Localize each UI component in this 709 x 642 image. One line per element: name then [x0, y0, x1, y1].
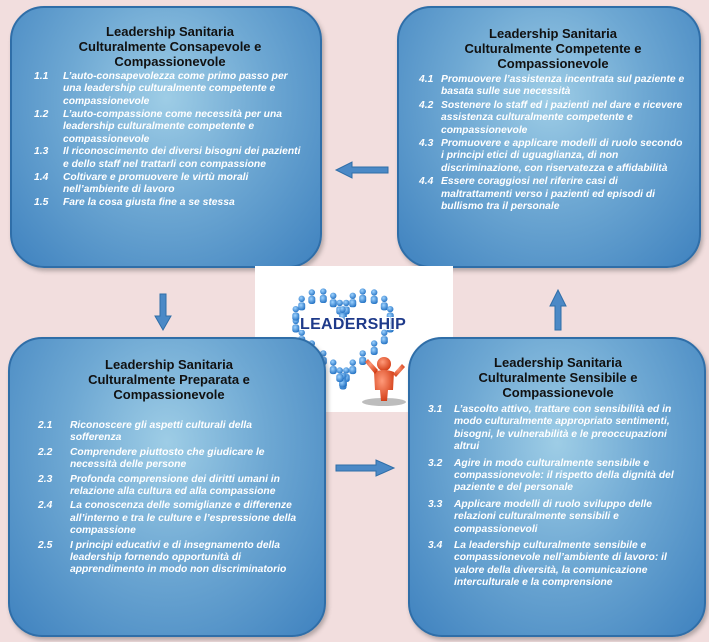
- item-text: La conoscenza delle somiglianze e differ…: [70, 500, 297, 537]
- list-item: 1.4 Coltivare e promuovere le virtù moral…: [34, 172, 306, 197]
- item-number: 3.1: [428, 404, 443, 415]
- list-item: 3.1 L’ascolto attivo, trattare con sensib…: [428, 404, 688, 454]
- box-title: Leadership Sanitaria Culturalmente Prepa…: [88, 357, 250, 402]
- list-item: 1.3 Il riconoscimento dei diversi bisogni…: [34, 146, 306, 171]
- leadership-label: LEADERSHIP: [300, 316, 407, 333]
- item-number: 2.4: [38, 500, 53, 512]
- item-text: I principi educativi e di insegnamento d…: [70, 539, 287, 576]
- item-number: 4.1: [419, 74, 434, 85]
- list-item: 3.3 Applicare modelli di ruolo sviluppo d…: [428, 499, 688, 536]
- item-text: Coltivare e promuovere le virtù morali n…: [63, 171, 249, 196]
- list-item: 3.4 La leadership culturalmente sensibile…: [428, 540, 688, 590]
- arrow-left-icon: [334, 161, 389, 179]
- box-title: Leadership Sanitaria Culturalmente Consa…: [78, 24, 262, 69]
- list-item: 2.5 I principi educativi e di insegnament…: [38, 540, 300, 577]
- box-preparata: Leadership Sanitaria Culturalmente Prepa…: [8, 337, 326, 637]
- item-number: 1.4: [34, 171, 49, 183]
- arrow-up-icon: [549, 288, 567, 331]
- list-item: 4.1 Promuovere l’assistenza incentrata su…: [419, 74, 687, 99]
- box-competente: Leadership Sanitaria Culturalmente Compe…: [397, 6, 701, 268]
- list-item: 2.4 La conoscenza delle somiglianze e dif…: [38, 500, 300, 537]
- box-title: Leadership Sanitaria Culturalmente Sensi…: [478, 355, 638, 400]
- box-title: Leadership Sanitaria Culturalmente Compe…: [464, 26, 642, 71]
- list-item: 2.3 Profonda comprensione dei diritti uma…: [38, 474, 300, 499]
- item-text: Profonda comprensione dei diritti umani …: [70, 473, 280, 498]
- arrow-down-icon: [154, 293, 172, 332]
- item-text: La leadership culturalmente sensibile e …: [454, 540, 667, 589]
- item-number: 3.3: [428, 498, 443, 510]
- arrow-right-icon: [335, 459, 396, 477]
- list-item: 3.2 Agire in modo culturalmente sensibile…: [428, 458, 688, 495]
- list-item: 2.1 Riconoscere gli aspetti culturali del…: [38, 420, 300, 445]
- item-text: Promuovere l’assistenza incentrata sul p…: [441, 74, 685, 98]
- item-number: 2.5: [38, 539, 53, 551]
- item-number: 4.4: [419, 176, 434, 188]
- item-text: Fare la cosa giusta fine a se stessa: [63, 197, 235, 209]
- item-number: 4.3: [419, 138, 434, 150]
- item-number: 2.1: [38, 420, 53, 431]
- item-text: Essere coraggiosi nel riferire casi di m…: [441, 176, 655, 213]
- item-number: 3.2: [428, 457, 443, 469]
- list-item: 4.2 Sostenere lo staff ed i pazienti nel …: [419, 100, 687, 137]
- list-item: 1.1 L’auto-consapevolezza come primo pass…: [34, 71, 306, 108]
- heart-crowd-icon: [292, 288, 406, 406]
- item-number: 3.4: [428, 540, 443, 552]
- item-text: Riconoscere gli aspetti culturali della …: [70, 420, 252, 444]
- item-number: 1.5: [34, 197, 49, 209]
- list-item: 4.4 Essere coraggiosi nel riferire casi d…: [419, 176, 687, 213]
- item-text: L’ascolto attivo, trattare con sensibili…: [454, 404, 672, 453]
- box-consapevole: Leadership Sanitaria Culturalmente Consa…: [10, 6, 322, 268]
- list-item: 1.2 L’auto-compassione come necessità per…: [34, 109, 306, 146]
- item-number: 1.2: [34, 108, 49, 120]
- item-text: L’auto-consapevolezza come primo passo p…: [63, 71, 288, 107]
- item-text: Promuovere e applicare modelli di ruolo …: [441, 138, 683, 174]
- item-number: 4.2: [419, 99, 434, 111]
- item-text: Agire in modo culturalmente sensibile e …: [454, 457, 674, 494]
- item-text: Comprendere piuttosto che giudicare le n…: [70, 446, 265, 471]
- item-number: 1.1: [34, 71, 49, 82]
- list-item: 4.3 Promuovere e applicare modelli di ruo…: [419, 138, 687, 175]
- item-number: 2.3: [38, 473, 53, 485]
- box-sensibile: Leadership Sanitaria Culturalmente Sensi…: [408, 337, 706, 637]
- item-text: L’auto-compassione come necessità per un…: [63, 108, 282, 145]
- item-number: 2.2: [38, 446, 53, 458]
- list-item: 1.5 Fare la cosa giusta fine a se stessa: [34, 197, 306, 209]
- item-text: Applicare modelli di ruolo sviluppo dell…: [454, 498, 652, 535]
- item-text: Sostenere lo staff ed i pazienti nel dar…: [441, 99, 683, 136]
- list-item: 2.2 Comprendere piuttosto che giudicare l…: [38, 447, 300, 472]
- item-number: 1.3: [34, 146, 49, 158]
- item-text: Il riconoscimento dei diversi bisogni de…: [63, 146, 301, 170]
